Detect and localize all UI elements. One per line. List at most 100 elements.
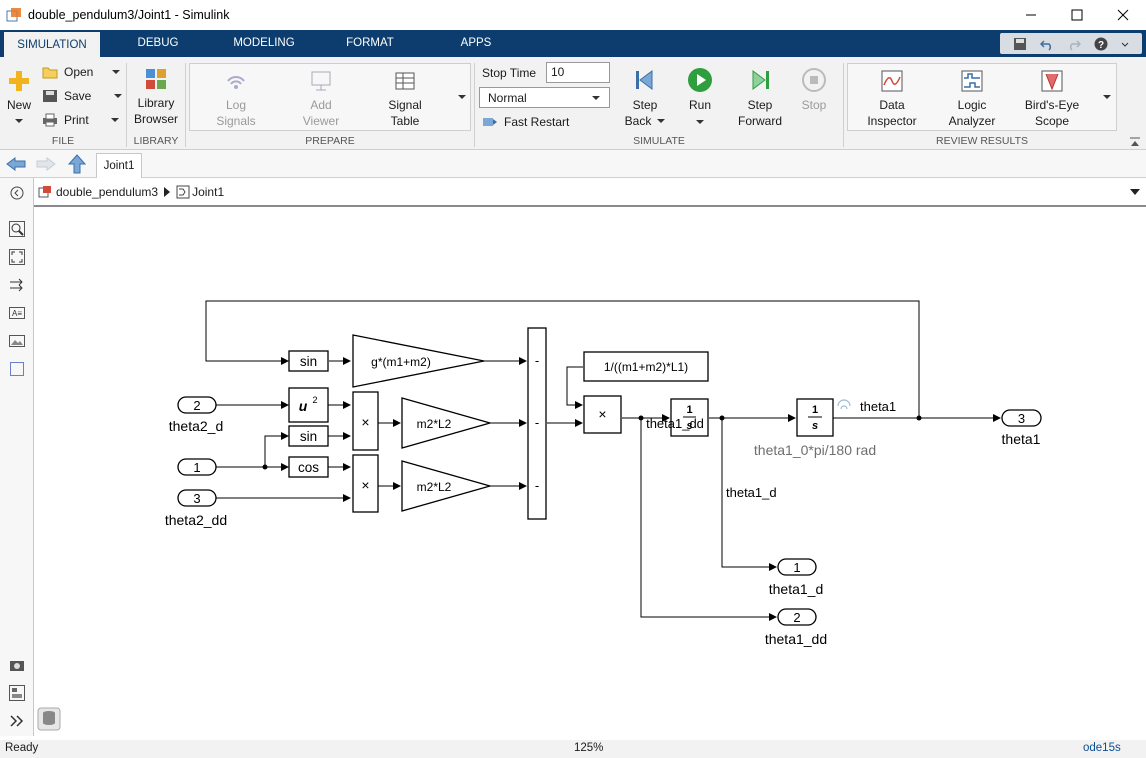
zoom-icon	[9, 221, 25, 237]
outport-block[interactable]: 2	[777, 608, 817, 626]
annotation-button[interactable]: A≡	[8, 304, 26, 322]
integrator-numerator: 1	[686, 404, 692, 416]
title-bar: double_pendulum3/Joint1 - Simulink	[0, 0, 1146, 30]
area-button[interactable]	[8, 360, 26, 378]
logic-analyzer-button[interactable]: Logic Analyzer	[942, 69, 1002, 129]
maximize-button[interactable]	[1054, 0, 1100, 30]
integrator-denominator: s	[686, 420, 692, 432]
stop-icon	[802, 68, 826, 92]
run-label: Run	[688, 98, 711, 112]
subsystem-icon	[176, 185, 190, 198]
gain-block[interactable]: m2*L2	[401, 460, 493, 512]
square-block[interactable]: u 2	[288, 387, 329, 423]
log-signals-button[interactable]: Log Signals	[210, 69, 262, 129]
gain-block[interactable]: m2*L2	[401, 397, 493, 449]
signal-table-button[interactable]: Signal Table	[380, 69, 430, 129]
square-block-base: u	[299, 398, 308, 414]
hide-explorer-button[interactable]	[8, 184, 26, 202]
forward-arrow-icon[interactable]	[36, 156, 56, 172]
up-arrow-icon[interactable]	[68, 154, 86, 174]
tab-apps[interactable]: APPS	[460, 37, 492, 49]
inport-block[interactable]: 3	[177, 489, 217, 507]
sin-block-label: sin	[300, 429, 317, 444]
help-icon[interactable]: ?	[1094, 37, 1108, 51]
chevron-down-icon[interactable]	[1121, 37, 1129, 51]
close-button[interactable]	[1100, 0, 1146, 30]
initial-condition-label: theta1_0*pi/180 rad	[754, 442, 876, 458]
back-arrow-icon[interactable]	[6, 156, 26, 172]
product-block[interactable]: ×	[352, 454, 379, 513]
add-viewer-button[interactable]: Add Viewer	[296, 69, 346, 129]
window-title: double_pendulum3/Joint1 - Simulink	[28, 8, 230, 22]
step-forward-button[interactable]: Step Forward	[734, 67, 786, 129]
screenshot-button[interactable]	[8, 656, 26, 674]
signal-lines-button[interactable]	[8, 276, 26, 294]
breadcrumb-child[interactable]: Joint1	[192, 184, 225, 199]
birds-eye-scope-button[interactable]: Bird's-Eye Scope	[1020, 69, 1084, 129]
save-icon[interactable]	[1013, 37, 1027, 51]
table-icon	[395, 72, 415, 90]
zoom-button[interactable]	[8, 220, 26, 238]
chevron-down-icon[interactable]	[1102, 93, 1112, 101]
stop-button[interactable]: Stop	[796, 67, 832, 113]
fit-to-view-button[interactable]	[8, 248, 26, 266]
open-button[interactable]: Open	[42, 65, 121, 79]
model-data-button[interactable]	[37, 707, 61, 731]
gain-block[interactable]: g*(m1+m2)	[352, 334, 485, 388]
sin-block[interactable]: sin	[288, 425, 329, 447]
undo-icon[interactable]	[1039, 37, 1054, 51]
printer-icon	[43, 113, 57, 127]
image-button[interactable]	[8, 332, 26, 350]
tab-modeling[interactable]: MODELING	[233, 37, 295, 49]
breadcrumb-root[interactable]: double_pendulum3	[56, 184, 159, 199]
sum-block[interactable]: - - -	[527, 327, 547, 520]
double-chevron-right-icon	[10, 715, 24, 727]
data-inspector-button[interactable]: Data Inspector	[862, 69, 922, 129]
model-canvas[interactable]: 2 theta2_d 1 3 theta2_dd sin u 2 sin cos…	[34, 208, 1144, 736]
sum-sign: -	[535, 353, 539, 368]
outport-block[interactable]: 1	[777, 558, 817, 576]
image-icon	[9, 335, 25, 347]
run-button[interactable]: Run	[680, 67, 720, 129]
inport-block[interactable]: 2	[177, 396, 217, 414]
integrator-block[interactable]: 1 s	[796, 398, 834, 437]
fast-restart-toggle[interactable]: Fast Restart	[482, 115, 569, 129]
expand-toolbar-button[interactable]	[8, 712, 26, 730]
property-inspector-button[interactable]	[8, 684, 26, 702]
save-menu-button[interactable]: Save	[42, 89, 123, 103]
step-back-button[interactable]: Step Back	[622, 67, 668, 129]
simulation-mode-dropdown[interactable]: Normal	[479, 87, 610, 108]
integrator-block[interactable]: 1 s	[670, 398, 709, 437]
step-forward-label-1: Step	[747, 98, 773, 112]
minimize-button[interactable]	[1008, 0, 1054, 30]
outport-number: 1	[793, 560, 800, 575]
redo-icon[interactable]	[1067, 37, 1081, 51]
tab-simulation[interactable]: SIMULATION	[4, 30, 100, 57]
gain-value: m2*L2	[417, 417, 452, 431]
tab-format[interactable]: FORMAT	[346, 37, 394, 49]
stop-time-input[interactable]: 10	[546, 62, 610, 83]
outport-block[interactable]: 3	[1001, 409, 1042, 427]
sin-block[interactable]: sin	[288, 350, 329, 372]
collapse-ribbon-icon[interactable]	[1129, 137, 1141, 147]
chevron-down-icon[interactable]	[457, 93, 467, 101]
library-browser-button[interactable]: Library Browser	[133, 67, 179, 127]
sin-block-label: sin	[300, 354, 317, 369]
new-button[interactable]: New	[4, 69, 34, 129]
branch-points	[262, 415, 922, 470]
inport-label: theta2_dd	[165, 512, 227, 528]
signal-label: theta1_d	[726, 485, 777, 500]
product-block[interactable]: ×	[583, 395, 622, 434]
cos-block[interactable]: cos	[288, 456, 329, 478]
sig-label-2: Table	[390, 114, 420, 128]
tab-debug[interactable]: DEBUG	[137, 37, 179, 49]
inport-block[interactable]: 1	[177, 458, 217, 476]
product-block[interactable]: ×	[352, 391, 379, 451]
tab-joint1[interactable]: Joint1	[96, 153, 142, 178]
print-button[interactable]: Print	[42, 113, 120, 127]
inport-label: theta2_d	[169, 418, 224, 434]
outport-label: theta1_d	[769, 581, 824, 597]
chevron-down-icon[interactable]	[1130, 188, 1140, 196]
solver-link[interactable]: ode15s	[1083, 742, 1121, 754]
constant-block[interactable]: 1/((m1+m2)*L1)	[583, 351, 709, 382]
